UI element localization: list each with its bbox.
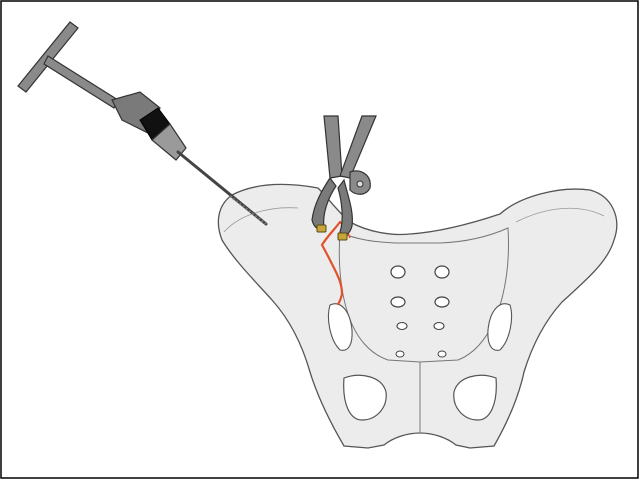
foramen [435,266,449,278]
foramen [435,297,449,307]
foramen [434,323,444,330]
foramen [391,297,405,307]
foramen [397,323,407,330]
foramen [438,351,446,357]
foramen [396,351,404,357]
foramen [391,266,405,278]
clamp-tip-left [317,225,326,232]
clamp-tip-right [338,233,347,240]
